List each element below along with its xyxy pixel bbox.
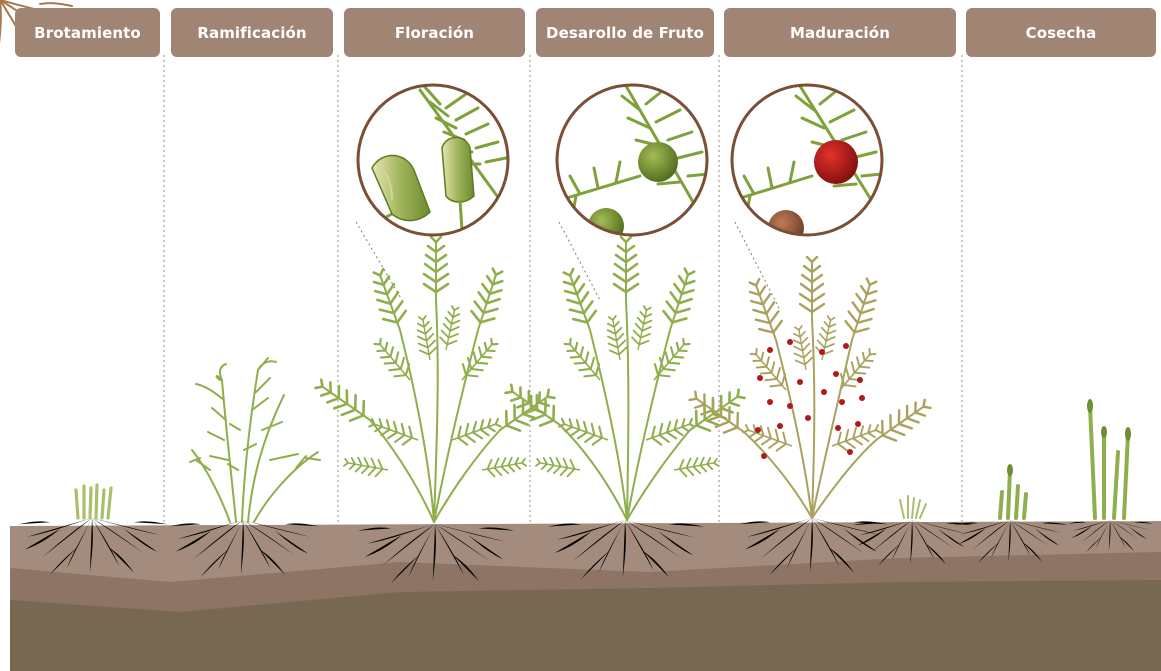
stage-label-maduracion: Maduración xyxy=(724,8,956,57)
asparagus-spears-icon xyxy=(1000,399,1131,518)
flower-buds-icon xyxy=(358,85,508,235)
fruiting-fern-icon xyxy=(502,237,749,520)
branching-plant-icon xyxy=(190,358,320,522)
stage-label-brotamiento: Brotamiento xyxy=(15,8,160,57)
stage-label-ramificacion: Ramificación xyxy=(171,8,333,57)
sprout-icon xyxy=(76,485,111,518)
flowering-fern-icon xyxy=(312,237,559,522)
stage-label-floracion: Floración xyxy=(344,8,525,57)
ripening-fern-icon xyxy=(686,257,935,518)
stage-label-desarollo-de-fruto: Desarollo de Fruto xyxy=(536,8,714,57)
green-berry-icon xyxy=(557,85,708,244)
soil-layers xyxy=(10,521,1161,671)
stage-label-cosecha: Cosecha xyxy=(966,8,1156,57)
red-berry-icon xyxy=(732,85,882,246)
new-sprout-icon xyxy=(900,496,926,518)
